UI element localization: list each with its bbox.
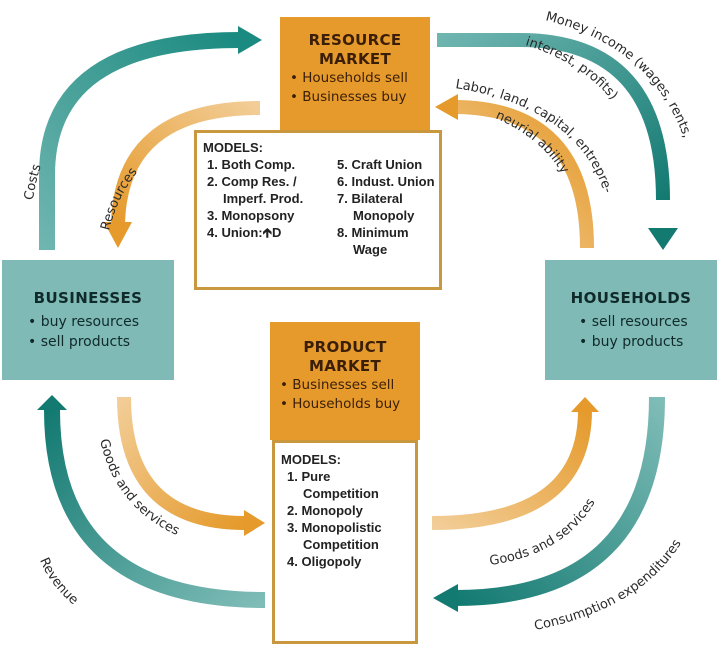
resources-arrow (111, 101, 261, 226)
money-income-arrowhead-icon (648, 228, 678, 250)
businesses-box: BUSINESSES • buy resources • sell produc… (2, 260, 174, 380)
models-heading: MODELS: (203, 140, 263, 155)
models-right-column: 5. Craft Union 6. Indust. Union 7. Bilat… (331, 156, 441, 258)
revenue-arrow (44, 409, 266, 608)
costs-arrowhead-icon (238, 26, 262, 54)
model-item: 7. Bilateral (337, 191, 403, 206)
models-heading: MODELS: (281, 452, 341, 467)
consumption-arrow (454, 396, 665, 606)
resource-market-models: MODELS: 1. Both Comp. 2. Comp Res. / Imp… (194, 130, 442, 290)
businesses-title: BUSINESSES (33, 289, 143, 307)
labor-arrowhead-icon (435, 94, 458, 120)
money-income-arrow (437, 33, 670, 201)
goods-right-arrowhead-icon (571, 397, 599, 412)
model-item: 2. Comp Res. / (207, 174, 297, 189)
model-item: 1. Both Comp. (207, 157, 296, 172)
model-item: 1. Pure (287, 469, 331, 484)
model-item: 4. Oligopoly (287, 554, 362, 569)
revenue-arrowhead-icon (37, 395, 67, 410)
model-item-cont: Imperf. Prod. (223, 191, 304, 206)
businesses-bullet: • buy resources (28, 314, 140, 330)
revenue-label: Revenue (36, 556, 81, 608)
model-item: 3. Monopsony (207, 208, 295, 223)
product-market-title-1: PRODUCT (303, 338, 387, 356)
model-item: 5. Craft Union (337, 157, 423, 172)
model-item-cont: Monopoly (353, 208, 415, 223)
goods-left-arrowhead-icon (244, 510, 265, 536)
model-item: 2. Monopoly (287, 503, 363, 518)
resource-market-box: RESOURCE MARKET • Households sell • Busi… (280, 17, 430, 133)
resource-market-bullet: • Households sell (290, 70, 408, 86)
product-market-box: PRODUCT MARKET • Businesses sell • House… (270, 322, 420, 440)
resource-market-title-1: RESOURCE (308, 31, 402, 49)
goods-services-right-arrow (431, 409, 592, 530)
costs-arrow (39, 32, 241, 250)
businesses-bullet: • sell products (28, 334, 130, 350)
up-arrow-icon: 🡱 (262, 225, 272, 240)
model-item-cont: Competition (303, 537, 379, 552)
product-market-models: MODELS: 1. Pure Competition 2. Monopoly … (272, 440, 418, 644)
model-item-cont: Competition (303, 486, 379, 501)
households-bullet: • sell resources (579, 314, 688, 330)
households-bullet: • buy products (579, 334, 684, 350)
consumption-arrowhead-icon (433, 584, 458, 612)
resources-arrowhead-icon (104, 222, 132, 248)
models-left-column: 1. Both Comp. 2. Comp Res. / Imperf. Pro… (201, 156, 329, 241)
resource-market-bullet: • Businesses buy (290, 89, 407, 105)
product-market-title-2: MARKET (309, 357, 381, 375)
model-item-cont: Wage (353, 242, 388, 257)
model-item: 6. Indust. Union (337, 174, 435, 189)
households-box: HOUSEHOLDS • sell resources • buy produc… (545, 260, 717, 380)
resource-market-title-2: MARKET (319, 50, 391, 68)
labor-arrow (454, 100, 594, 249)
goods-services-left-arrow (117, 396, 246, 530)
model-item: 4. Union:🡱D (207, 225, 282, 240)
product-market-bullet: • Businesses sell (280, 377, 395, 393)
model-item: 3. Monopolistic (287, 520, 382, 535)
households-title: HOUSEHOLDS (570, 289, 692, 307)
product-market-bullet: • Households buy (280, 396, 401, 412)
model-item: 8. Minimum (337, 225, 409, 240)
